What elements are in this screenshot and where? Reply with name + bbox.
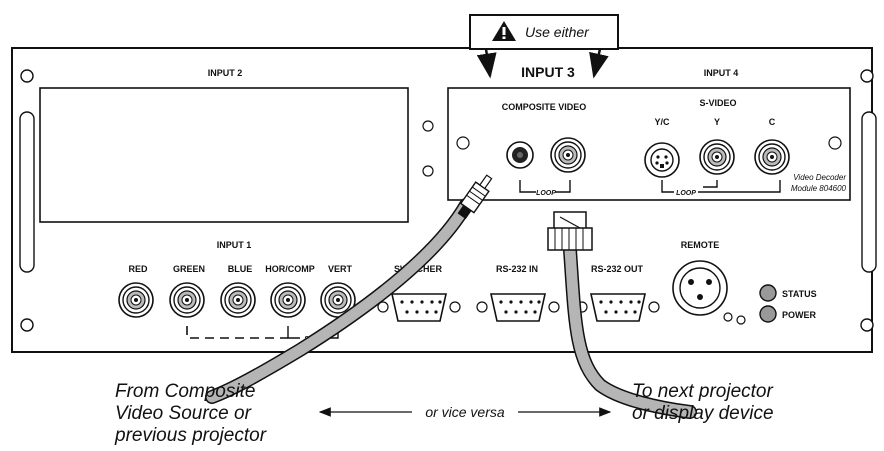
loop-bracket [519, 180, 571, 193]
right-caption-line2: or display device [632, 403, 774, 424]
screw [723, 312, 733, 322]
remote-label: REMOTE [681, 240, 720, 250]
switcher-db9-port[interactable] [377, 293, 461, 322]
s-video-label: S-VIDEO [699, 98, 736, 108]
callout-arrow-left [476, 48, 497, 79]
vice-versa-label: or vice versa [425, 404, 505, 420]
left-caption-line1: From Composite [115, 381, 255, 402]
rack-screw [860, 69, 874, 83]
blue-label: BLUE [228, 264, 253, 274]
rack-screw [20, 318, 34, 332]
input2-blank-slot [39, 87, 409, 223]
left-caption-line3: previous projector [114, 425, 267, 446]
screw [736, 315, 746, 325]
red-label: RED [128, 264, 148, 274]
y-bnc-connector[interactable] [699, 139, 735, 175]
callout-arrow-right [589, 48, 609, 79]
rs232-out-db9-port[interactable] [576, 293, 660, 322]
y-label: Y [714, 117, 720, 127]
callout-text: Use either [525, 24, 590, 40]
rack-handle [19, 111, 35, 273]
slot-screw [422, 120, 434, 132]
horcomp-bnc-connector[interactable] [270, 282, 306, 318]
rack-handle [861, 111, 877, 273]
c-bnc-connector[interactable] [754, 139, 790, 175]
green-bnc-connector[interactable] [169, 282, 205, 318]
loop-label: LOOP [536, 190, 556, 197]
right-caption-line1: To next projector [632, 381, 773, 402]
module-screw [828, 136, 842, 150]
use-either-callout: Use either [469, 14, 619, 50]
composite-rca-jack[interactable] [506, 141, 534, 169]
module-screw [456, 136, 470, 150]
next-device-cable [547, 211, 697, 419]
loop-bracket-svideo [661, 180, 781, 193]
module-name-line2: Module 804600 [791, 184, 847, 193]
blue-bnc-connector[interactable] [220, 282, 256, 318]
composite-source-cable [205, 174, 493, 404]
status-led [759, 284, 777, 302]
composite-video-label: COMPOSITE VIDEO [502, 102, 587, 112]
power-led [759, 305, 777, 323]
input4-label: INPUT 4 [704, 68, 739, 78]
input3-label: INPUT 3 [521, 64, 575, 80]
rs232in-label: RS-232 IN [496, 264, 538, 274]
horcomp-label: HOR/COMP [265, 264, 315, 274]
module-name-line1: Video Decoder [793, 173, 846, 182]
loop-dashed-line [186, 326, 288, 339]
left-caption-line2: Video Source or [115, 403, 252, 424]
status-label: STATUS [782, 289, 817, 299]
rack-screw [860, 318, 874, 332]
yc-mini-din-connector[interactable] [644, 142, 680, 178]
rs232out-label: RS-232 OUT [591, 264, 644, 274]
rack-screw [20, 69, 34, 83]
power-label: POWER [782, 310, 817, 320]
slot-screw [422, 165, 434, 177]
vert-label: VERT [328, 264, 353, 274]
loop-label: LOOP [676, 190, 696, 197]
c-label: C [769, 117, 776, 127]
yc-label: Y/C [654, 117, 670, 127]
composite-bnc-connector[interactable] [550, 137, 586, 173]
input2-label: INPUT 2 [208, 68, 243, 78]
input1-label: INPUT 1 [217, 240, 252, 250]
remote-xlr-connector[interactable] [672, 260, 728, 316]
green-label: GREEN [173, 264, 205, 274]
rs232-in-db9-port[interactable] [476, 293, 560, 322]
red-bnc-connector[interactable] [118, 282, 154, 318]
